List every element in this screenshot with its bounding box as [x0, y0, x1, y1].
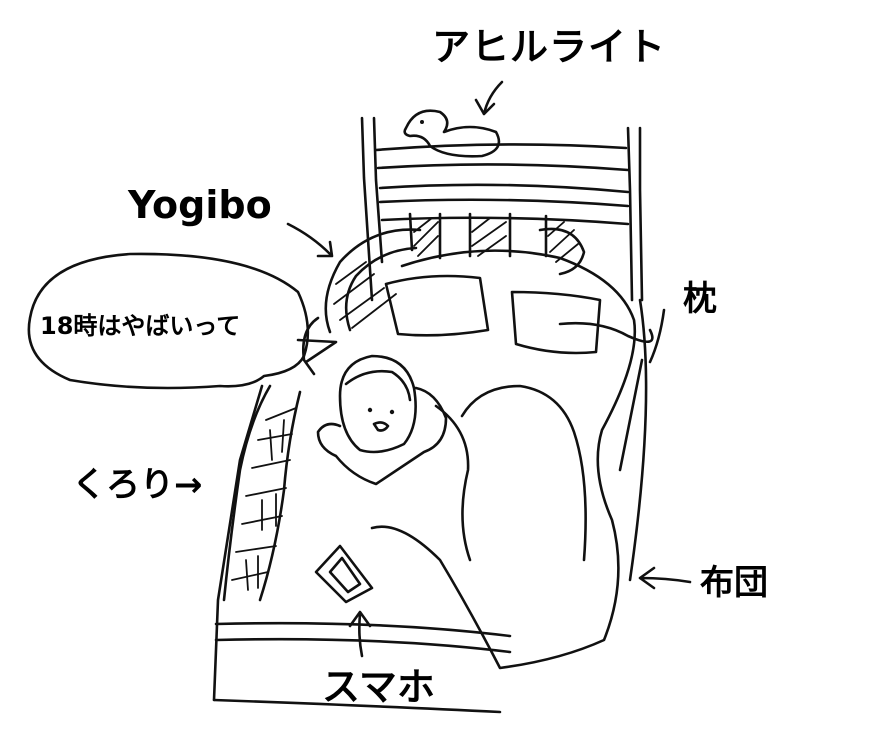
- smartphone-drawing: [314, 544, 374, 604]
- kurori-drawing: [222, 384, 302, 602]
- person-drawing: [316, 354, 448, 486]
- headboard: [360, 116, 644, 302]
- duck-light-drawing: [403, 109, 501, 158]
- arrow-smartphone: [348, 610, 372, 658]
- label-pillow: 枕: [683, 279, 717, 319]
- yogibo-drawing: [302, 227, 586, 376]
- arrow-yogibo: [286, 222, 334, 258]
- label-kurori: くろり→: [72, 465, 203, 505]
- label-duck-light: アヒルライト: [432, 25, 667, 69]
- speech-text: 18時はやばいって: [40, 312, 241, 340]
- arrow-duck-light: [474, 80, 504, 116]
- label-yogibo: Yogibo: [128, 183, 272, 227]
- annotation-arrows: [286, 80, 692, 658]
- bed-frame: [212, 298, 648, 714]
- label-futon: 布団: [700, 563, 768, 603]
- arrow-pillow: [648, 308, 666, 364]
- label-smartphone: スマホ: [322, 665, 435, 709]
- futon-drawing: [370, 249, 637, 670]
- speech-bubble: [27, 252, 338, 390]
- pillows-drawing: [384, 274, 654, 355]
- arrow-futon: [638, 566, 692, 590]
